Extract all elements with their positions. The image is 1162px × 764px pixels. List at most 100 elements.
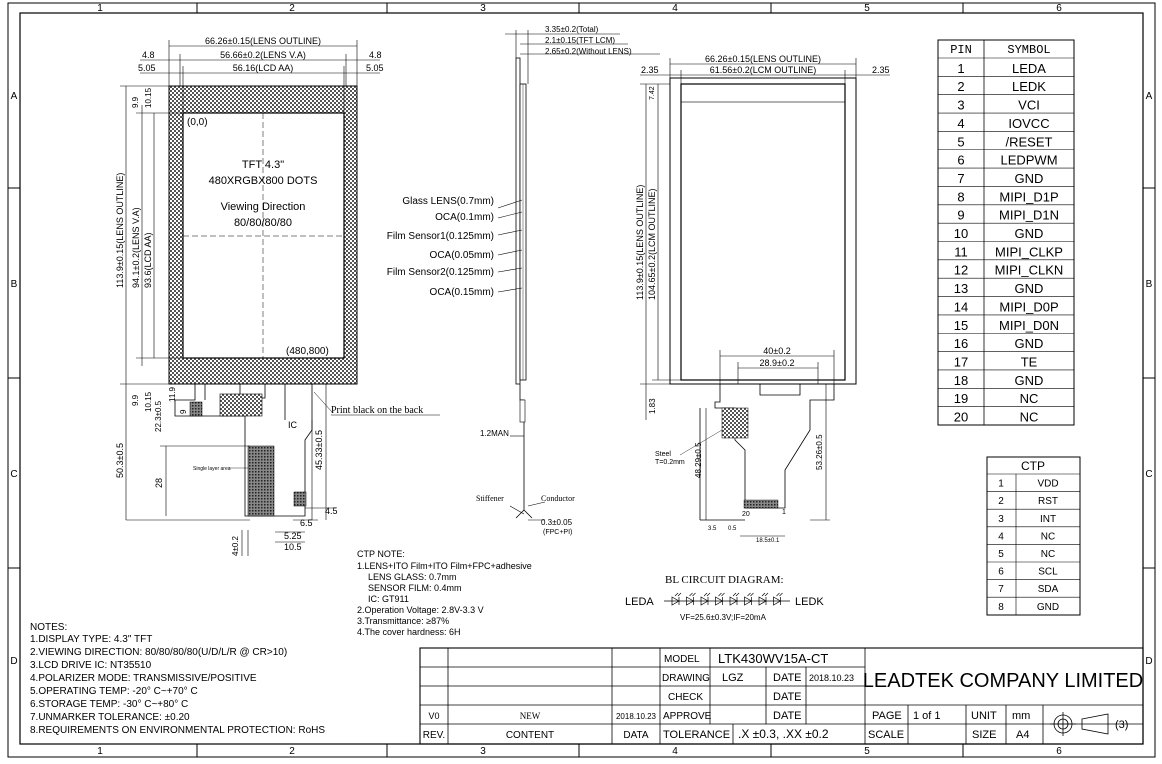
ctp-note-line: SENSOR FILM: 0.4mm (368, 583, 462, 593)
size-value: A4 (1016, 729, 1029, 741)
pin-number: 11 (954, 244, 968, 259)
pin-number: 3 (957, 98, 964, 113)
viewing-label: Viewing Direction (221, 201, 306, 213)
frame-column-labels-top: 1 2 3 4 5 6 (97, 3, 1062, 14)
layer-label: OCA(0.05mm) (430, 250, 494, 261)
fpc-dim: 10.5 (284, 542, 302, 552)
pin-symbol: MIPI_D1P (999, 189, 1058, 204)
back-dim: 1.83 (648, 398, 657, 414)
rev-value: V0 (428, 711, 439, 721)
scale-label: SCALE (868, 729, 904, 741)
ctp-note-line: 4.The cover hardness: 6H (357, 627, 461, 637)
note-line: 5.OPERATING TEMP: -20° C~+70° C (30, 686, 198, 697)
back-dim: 66.26±0.15(LENS OUTLINE) (705, 54, 821, 64)
ctp-pin-number: 3 (998, 514, 1004, 525)
dim-margin: 5.05 (366, 63, 384, 73)
fpc-dim: 45.33±0.5 (314, 430, 324, 470)
pin-symbol: VCI (1018, 98, 1040, 113)
company-name: LEADTEK COMPANY LIMITED (863, 670, 1143, 692)
col-label: 3 (480, 746, 486, 757)
col-label: 6 (1056, 746, 1062, 757)
pin-number: 2 (957, 79, 964, 94)
fpc-ic-area (219, 393, 263, 417)
col-label: 2 (289, 746, 295, 757)
unit-label: UNIT (971, 710, 997, 722)
led-emission-mark (689, 592, 696, 597)
dim-margin: 4.8 (369, 50, 382, 60)
pin-symbol: MIPI_CLKN (995, 263, 1064, 278)
size-label: SIZE (972, 729, 996, 741)
pin-symbol: MIPI_D1N (999, 208, 1059, 223)
rev-content: NEW (520, 711, 541, 721)
bl-title: BL CIRCUIT DIAGRAM: (665, 574, 784, 586)
panel-resolution: 480XRGBX800 DOTS (209, 175, 318, 187)
ctp-pin-symbol: SDA (1038, 584, 1059, 595)
fpc-dim: 4.5 (325, 506, 338, 516)
pin-number: 15 (954, 318, 968, 333)
fpc-stiffener (293, 491, 307, 507)
rev-date: 2018.10.23 (616, 712, 657, 721)
dim-lcd-aa-h: 93.6(LCD AA) (143, 232, 153, 288)
layer-label: OCA(0.1mm) (435, 212, 494, 223)
back-steel (721, 407, 749, 439)
pin-number: 6 (957, 153, 964, 168)
dim-small: 9.9 (131, 394, 140, 406)
pin-symbol: GND (1015, 226, 1044, 241)
date-value: 2018.10.23 (809, 673, 854, 683)
col-label: 6 (1056, 3, 1062, 14)
fpc-thickness: 0.3±0.05 (541, 518, 573, 527)
pin-symbol: LEDPWM (1000, 153, 1057, 168)
ctp-pin-number: 8 (998, 602, 1004, 613)
pin-header: PIN (950, 43, 972, 57)
back-fpc-dim: 53.26±0.5 (815, 434, 824, 470)
pin-number: 1 (957, 61, 964, 76)
ctp-pin-number: 7 (998, 584, 1004, 595)
col-label: 4 (672, 3, 678, 14)
ctp-note-line: 1.LENS+ITO Film+ITO Film+FPC+adhesive (357, 561, 532, 571)
pin-number: 9 (957, 208, 964, 223)
pin-symbol: NC (1020, 410, 1039, 425)
bl-circuit: BL CIRCUIT DIAGRAM: LEDA LEDK VF=25.6±0.… (625, 574, 824, 622)
data-header: DATA (623, 730, 649, 741)
led-diode-icon (671, 596, 680, 606)
ctp-pin-number: 5 (998, 549, 1004, 560)
active-area (182, 112, 345, 359)
ic-label: IC (288, 420, 298, 430)
dim-lens-va-h: 94.1±0.2(LENS V.A) (131, 207, 141, 288)
model-label: MODEL (664, 654, 700, 665)
col-label: 1 (97, 3, 103, 14)
ctp-note: CTP NOTE: 1.LENS+ITO Film+ITO Film+FPC+a… (357, 549, 532, 637)
bl-spec: VF=25.6±0.3V;IF=20mA (680, 613, 767, 622)
back-connector (743, 499, 779, 509)
col-label: 4 (672, 746, 678, 757)
approve-label: APPROVE (663, 711, 712, 722)
steel-label: Steel (655, 451, 671, 458)
dim-margin: 4.8 (142, 50, 155, 60)
led-emission-mark (718, 592, 725, 597)
lcm-thickness: 2.1±0.15(TFT LCM) (545, 36, 615, 45)
fpc-dim: 5.25 (284, 531, 302, 541)
col-label: 5 (864, 746, 870, 757)
unit-value: mm (1012, 710, 1030, 722)
ctp-pin-symbol: NC (1041, 549, 1055, 560)
pin-number: 10 (954, 226, 968, 241)
notes: NOTES: 1.DISPLAY TYPE: 4.3" TFT 2.VIEWIN… (30, 622, 325, 736)
dim-small: 11.9 (168, 386, 177, 402)
pin-number: 14 (954, 299, 968, 314)
led-emission-mark (776, 592, 783, 597)
ctp-pin-symbol: SCL (1038, 567, 1058, 578)
ctp-note-line: IC: GT911 (368, 594, 409, 604)
back-small-dim: 20 (742, 511, 750, 518)
side-view: 3.35±0.2(Total) 2.1±0.15(TFT LCM) 2.65±0… (387, 25, 660, 536)
note-line: 8.REQUIREMENTS ON ENVIRONMENTAL PROTECTI… (30, 725, 325, 736)
row-label: B (11, 279, 18, 290)
led-emission-mark (747, 592, 754, 597)
print-note: Print black on the back (331, 405, 423, 416)
pin-symbol: MIPI_CLKP (995, 244, 1063, 259)
dim-small: 9.9 (131, 96, 140, 108)
row-label: A (1146, 91, 1153, 102)
end-point-label: (480,800) (286, 346, 329, 357)
dim-small: 22.3±0.5 (154, 400, 163, 432)
row-label: B (1146, 279, 1153, 290)
